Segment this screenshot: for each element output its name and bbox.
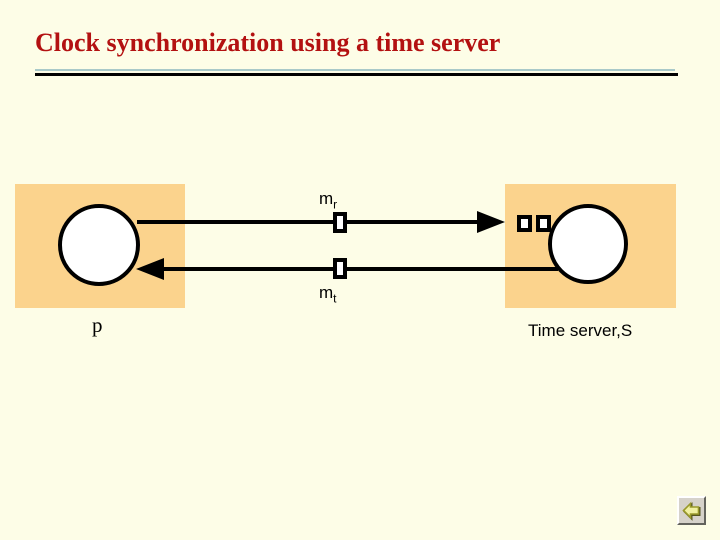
reply-message-box-icon: [333, 258, 347, 279]
request-message-label: mr: [319, 189, 337, 211]
server-circle: [548, 204, 628, 284]
reply-message-label-sub: t: [333, 291, 337, 306]
process-label: p: [92, 313, 103, 337]
request-message-label-sub: r: [333, 197, 338, 212]
back-button[interactable]: [677, 496, 706, 525]
server-label: Time server,S: [528, 321, 633, 340]
request-message-box-icon: [333, 212, 347, 233]
title-divider: [35, 73, 678, 76]
page-title: Clock synchronization using a time serve…: [35, 28, 501, 57]
process-circle: [58, 204, 140, 286]
request-message-label-base: m: [319, 189, 334, 208]
request-arrowhead-icon: [477, 211, 505, 233]
reply-arrowhead-icon: [136, 258, 164, 280]
reply-message-label: mt: [319, 283, 337, 305]
reply-message-line: [163, 267, 558, 271]
server-buffer-box-icon: [517, 215, 532, 232]
back-arrow-icon: [681, 500, 702, 521]
title-divider-accent: [35, 69, 675, 71]
request-message-line: [137, 220, 479, 224]
server-buffer-box-icon: [536, 215, 551, 232]
reply-message-label-base: m: [319, 283, 334, 302]
